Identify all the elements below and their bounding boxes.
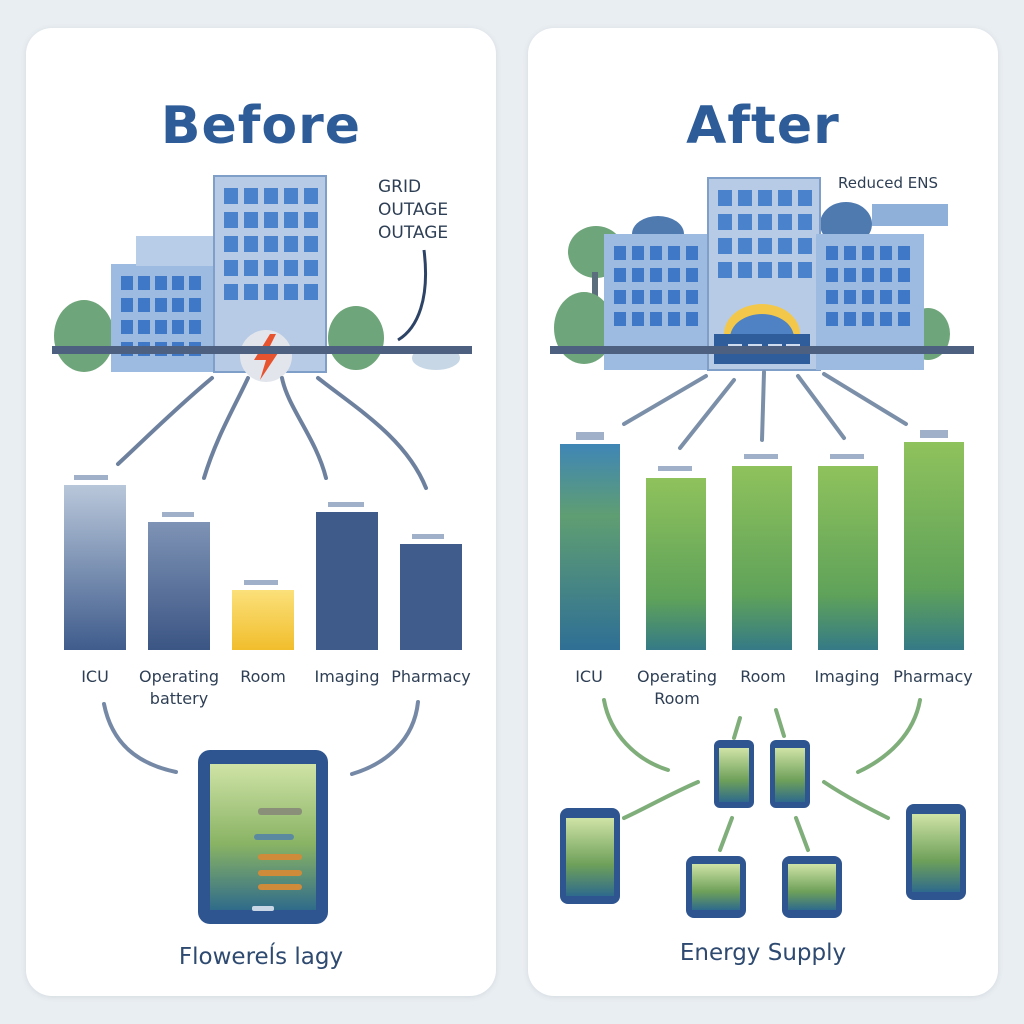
bar-label-operating: Operating	[637, 667, 717, 686]
ground-line	[550, 346, 974, 354]
before-bars	[64, 475, 462, 650]
bar-label-pharmacy: Pharmacy	[391, 667, 471, 686]
bar-imaging	[818, 466, 878, 650]
ground-line	[52, 346, 472, 354]
grid-note-line-1: GRID	[378, 177, 422, 197]
after-footer: Energy Supply	[679, 940, 847, 966]
bar-room	[732, 466, 792, 650]
bar-operating-room	[148, 522, 210, 650]
bar-sublabel-battery: battery	[149, 689, 209, 708]
bar-label-room: Room	[240, 667, 286, 686]
bar-icu	[64, 485, 126, 650]
grid-outage-note: GRID OUTAGE OUTAGE	[378, 176, 448, 245]
before-title: Before	[160, 96, 362, 156]
bar-room	[232, 590, 294, 650]
bar-operating-room	[646, 478, 706, 650]
after-bars	[560, 430, 964, 650]
distribution-arrows	[622, 370, 908, 450]
battery-unit-icon	[560, 740, 966, 918]
collection-arrows	[102, 700, 420, 776]
before-illustration	[52, 175, 472, 924]
bar-label-imaging: Imaging	[314, 667, 380, 686]
grid-cable	[397, 249, 428, 342]
bar-imaging	[316, 512, 378, 650]
reduced-ens-note: Reduced ENS	[838, 174, 938, 192]
bar-label-icu: ICU	[81, 667, 109, 686]
bar-label-imaging: Imaging	[814, 667, 880, 686]
after-illustration	[550, 177, 974, 918]
bar-pharmacy	[400, 544, 462, 650]
distribution-arrows	[116, 376, 428, 490]
before-footer: Flowereĺs lagy	[178, 944, 344, 970]
hospital-building-icon	[111, 175, 327, 373]
grid-note-line-3: OUTAGE	[378, 223, 449, 243]
bar-sublabel-room: Room	[654, 689, 700, 708]
bar-label-room: Room	[740, 667, 786, 686]
battery-network-arrows	[602, 698, 922, 852]
after-panel: After	[528, 28, 998, 996]
bar-label-operating: Operating	[139, 667, 219, 686]
lightning-bolt-icon	[240, 330, 292, 382]
bar-pharmacy	[904, 442, 964, 650]
after-title: After	[686, 96, 840, 156]
before-panel: Before	[26, 28, 496, 996]
bar-label-icu: ICU	[575, 667, 603, 686]
tablet-icon	[198, 750, 328, 924]
bar-icu	[560, 444, 620, 650]
grid-note-line-2: OUTAGE	[378, 200, 449, 220]
bar-label-pharmacy: Pharmacy	[893, 667, 973, 686]
